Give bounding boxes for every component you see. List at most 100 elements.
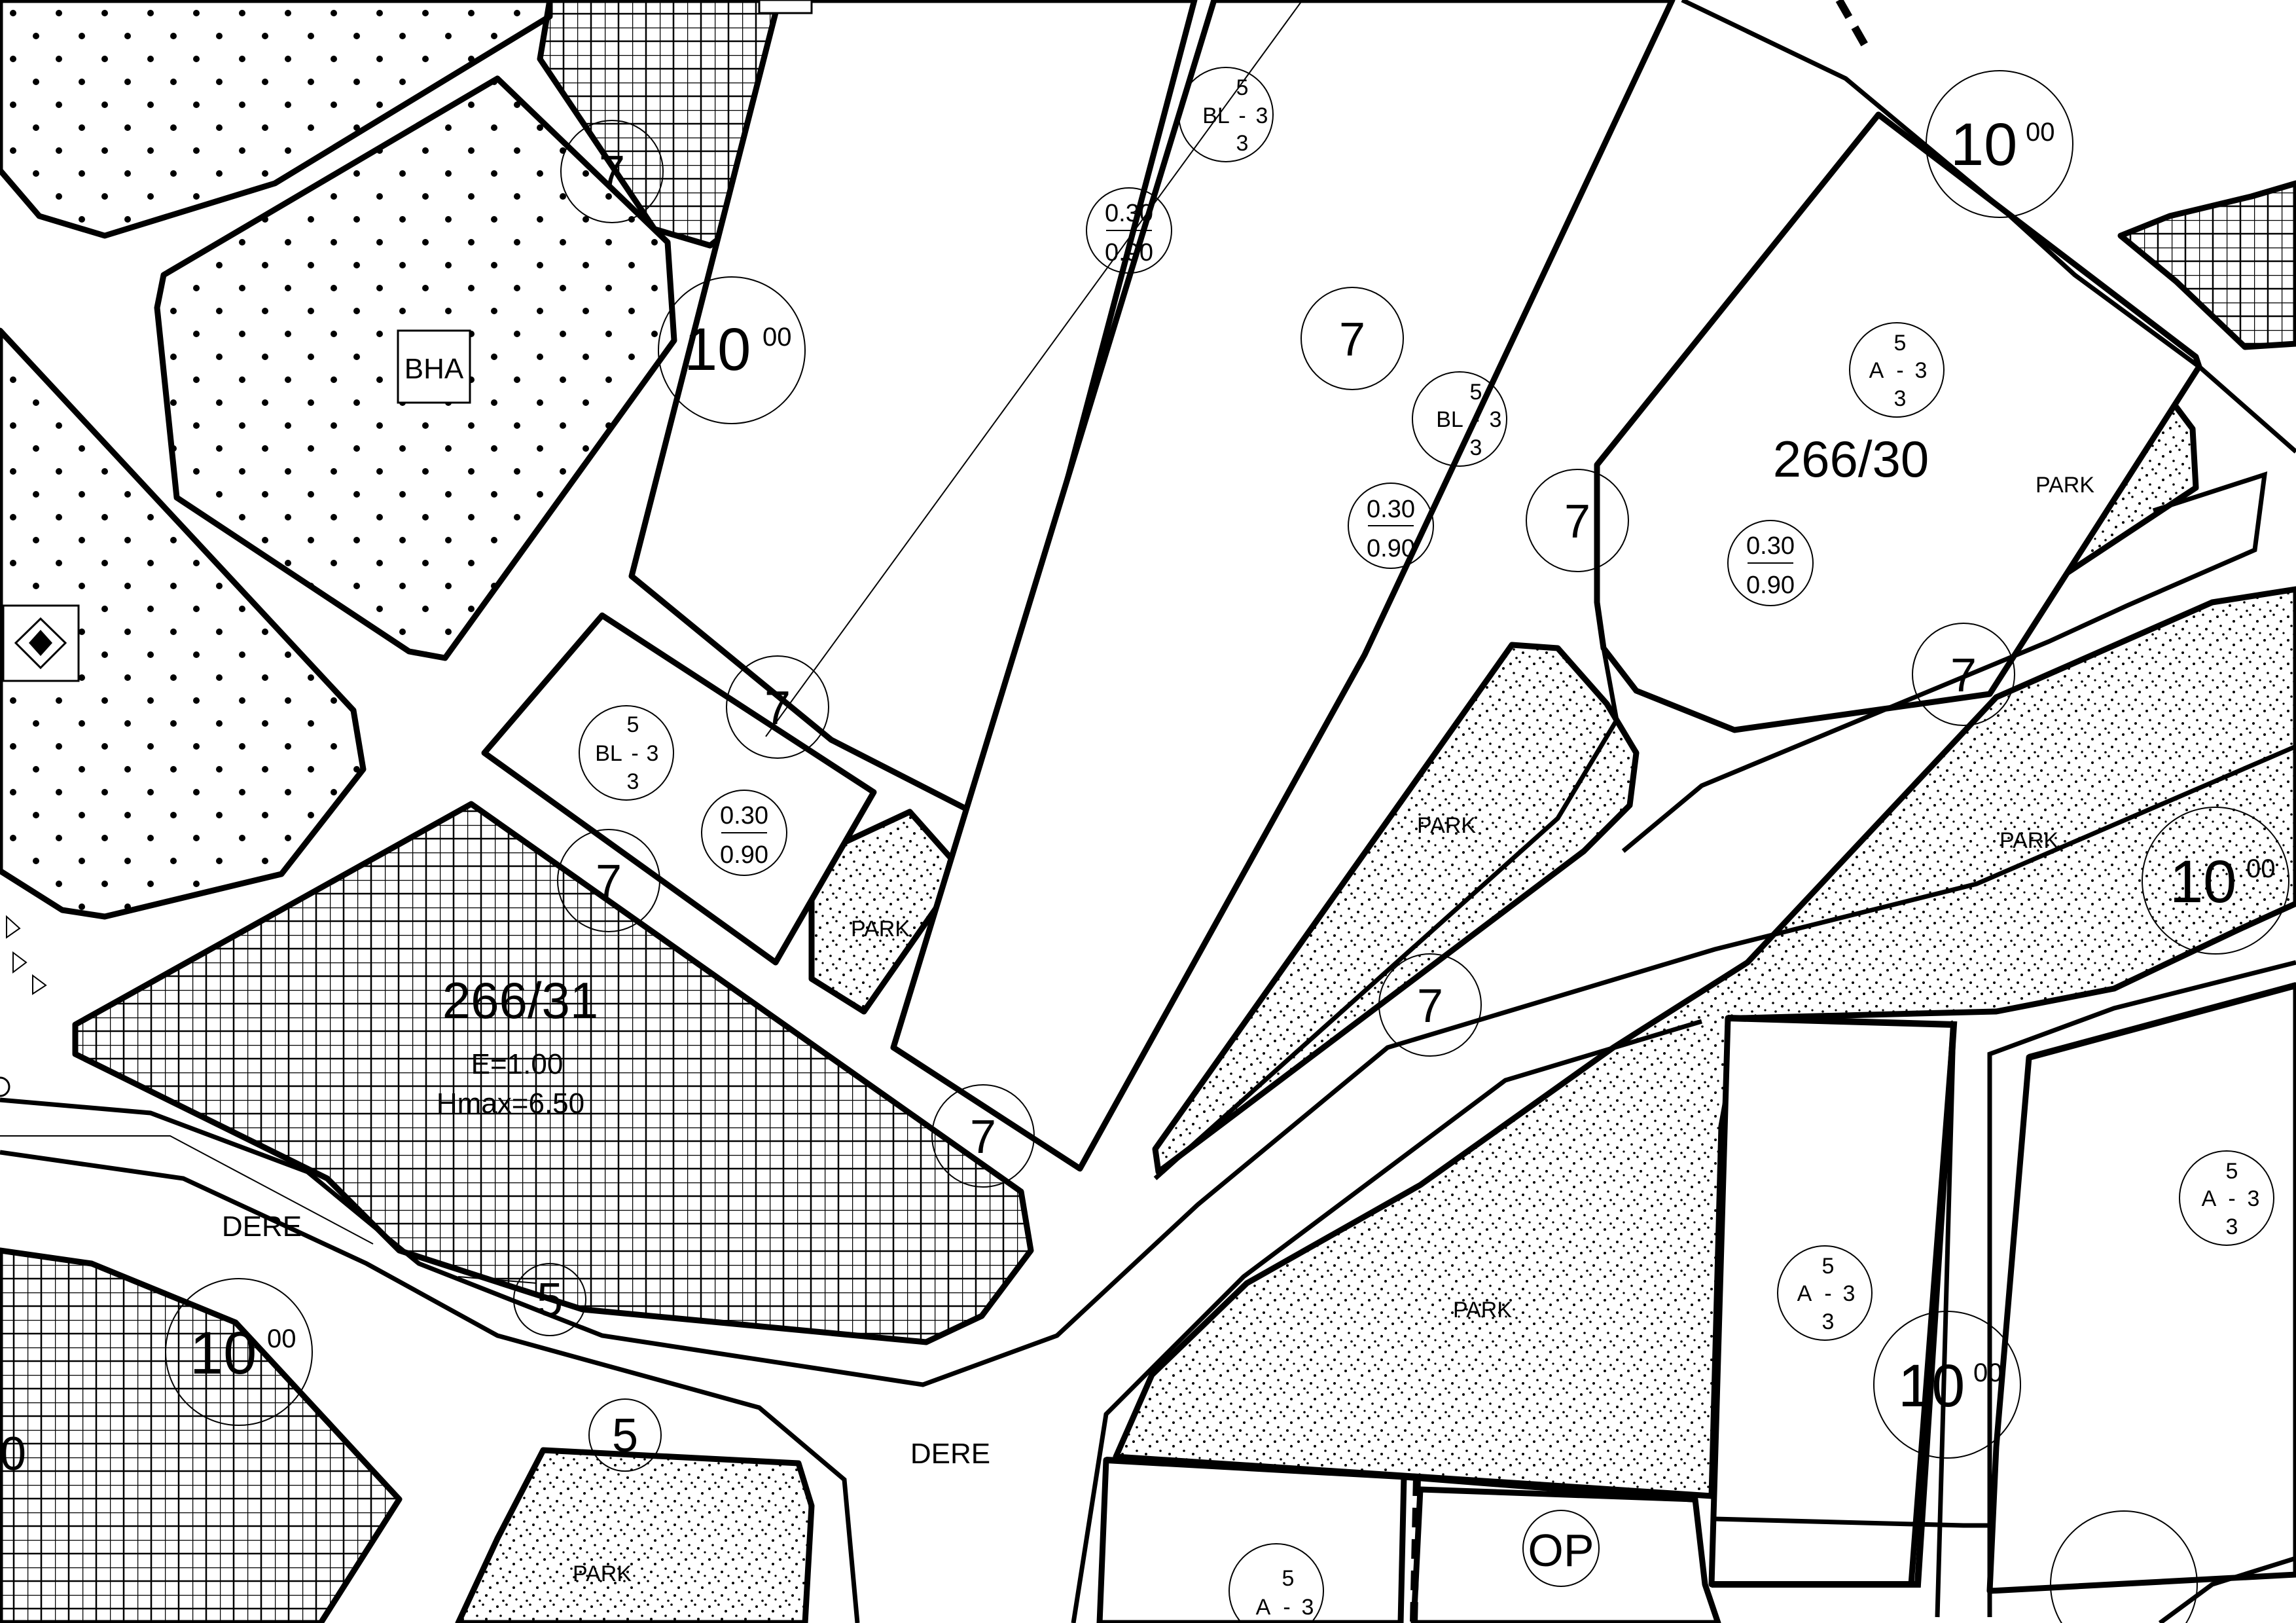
bha-symbol-icon: BHA — [397, 329, 471, 404]
plot-divider-dashed — [1410, 1476, 1421, 1623]
bha-label: BHA — [404, 353, 464, 385]
block-grid-top-right — [2117, 180, 2296, 350]
svg-text:0.90: 0.90 — [720, 841, 768, 869]
svg-text:0.30: 0.30 — [1105, 200, 1153, 227]
zone-bl-top: 5 BL - 3 3 — [1178, 67, 1274, 162]
svg-text:5: 5 — [1236, 75, 1249, 100]
park-large — [1113, 586, 2296, 1499]
road-width-marker: 7 — [726, 655, 829, 759]
svg-text:5: 5 — [1894, 331, 1907, 356]
svg-text:00: 00 — [1973, 1359, 2003, 1387]
parcel-266-31-e: E=1.00 — [471, 1048, 564, 1080]
svg-text:3: 3 — [627, 769, 639, 794]
svg-text:7: 7 — [970, 1111, 996, 1163]
road-width-marker: 10 00 — [2142, 807, 2289, 955]
svg-text:5: 5 — [1470, 380, 1482, 405]
ratio-marker: 0.30 0.90 — [1086, 187, 1172, 274]
svg-text:A: A — [1256, 1595, 1271, 1620]
svg-text:-: - — [1238, 103, 1246, 128]
svg-text:0.30: 0.30 — [720, 802, 768, 830]
svg-text:3: 3 — [647, 741, 659, 766]
block-strip-a — [628, 0, 1198, 818]
svg-text:00: 00 — [2026, 118, 2055, 147]
svg-text:-: - — [1896, 358, 1903, 383]
block-grid-266-31 — [72, 801, 1034, 1345]
svg-text:7: 7 — [1950, 649, 1977, 702]
svg-text:5: 5 — [537, 1274, 563, 1326]
road-width-7-markers: 7 7 7 7 7 7 7 7 — [557, 120, 2015, 1188]
road-width-marker: 10 00 — [658, 276, 806, 424]
svg-text:5: 5 — [612, 1410, 638, 1462]
triangle-markers-icon — [6, 915, 47, 995]
road-width-10-markers: 10 00 10 00 10 00 10 00 10 00 — [165, 70, 2289, 1623]
svg-text:7: 7 — [764, 682, 791, 735]
svg-text:-: - — [1472, 407, 1479, 432]
svg-text:A: A — [2202, 1186, 2217, 1211]
svg-text:3: 3 — [1490, 407, 1502, 432]
svg-text:5: 5 — [627, 712, 639, 737]
thin-guide-line — [765, 0, 1303, 737]
svg-text:0.30: 0.30 — [1367, 496, 1415, 523]
ratio-marker: 0.30 0.90 — [701, 790, 787, 876]
svg-text:-: - — [2228, 1186, 2235, 1211]
svg-text:7: 7 — [599, 147, 625, 199]
top-edge-box-icon — [758, 0, 813, 14]
road-width-marker: 10 00 — [1873, 1311, 2021, 1459]
svg-text:0.90: 0.90 — [1746, 572, 1795, 599]
svg-text:0.90: 0.90 — [1367, 535, 1415, 562]
road-width-marker-partial — [2050, 1510, 2198, 1623]
svg-text:3: 3 — [1915, 358, 1928, 383]
block-266-30 — [1594, 111, 2202, 733]
block-right-a — [1986, 982, 2296, 1594]
svg-text:7: 7 — [596, 856, 622, 908]
block-strip-b — [890, 0, 1676, 1172]
dere-label: DERE — [910, 1438, 990, 1470]
zone-a-right: 5 A - 3 3 — [2179, 1150, 2274, 1246]
zoning-notations: 5 BL - 3 3 5 BL - 3 3 5 BL - 3 3 5 A - 3 — [579, 67, 2274, 1623]
park-label: PARK — [573, 1561, 632, 1586]
park-triangle — [1152, 642, 1640, 1175]
zone-a-266-30: 5 A - 3 3 — [1849, 322, 1945, 418]
svg-text:-: - — [1824, 1281, 1831, 1306]
svg-text:10: 10 — [1898, 1353, 1965, 1419]
thick-frames — [1105, 982, 2296, 1588]
block-bottom-a — [1096, 1457, 1407, 1623]
svg-text:-: - — [1283, 1595, 1290, 1620]
plain-blocks — [481, 0, 2296, 1623]
block-small-bl — [481, 612, 877, 966]
block-left — [0, 327, 367, 920]
ratio-notations: 0.30 0.90 0.30 0.90 0.30 0.90 0.30 0.90 — [701, 187, 1814, 876]
diamond-symbol-icon — [2, 604, 80, 682]
park-label: PARK — [2000, 828, 2058, 853]
svg-text:A: A — [1797, 1281, 1812, 1306]
road-width-marker: 7 — [560, 120, 664, 223]
parcel-266-31-hmax: Hmax=6.50 — [437, 1087, 584, 1120]
svg-text:10: 10 — [2170, 848, 2236, 915]
road-width-marker: 7 — [931, 1084, 1035, 1188]
svg-text:10: 10 — [684, 316, 751, 383]
park-label: PARK — [1417, 813, 1476, 838]
zone-a-tall: 5 A - 3 3 — [1777, 1245, 1873, 1341]
svg-text:00: 00 — [2246, 854, 2276, 883]
road-width-5-markers: 5 5 — [513, 1263, 662, 1472]
block-tall-a — [1708, 1015, 1957, 1588]
road-width-marker: 10 00 — [165, 1278, 313, 1426]
svg-text:3: 3 — [2226, 1214, 2238, 1239]
park-label: PARK — [851, 917, 910, 941]
parcel-266-31: 266/31 E=1.00 Hmax=6.50 — [437, 972, 598, 1120]
svg-text:5: 5 — [1822, 1254, 1835, 1279]
svg-text:00: 00 — [762, 323, 792, 352]
op-label: OP — [1528, 1525, 1594, 1576]
park-small-center — [808, 809, 965, 1015]
svg-text:BL: BL — [1436, 407, 1463, 432]
edge-zero-label: 0 — [0, 1428, 26, 1480]
road-width-marker: 5 — [588, 1398, 662, 1472]
svg-text:3: 3 — [1256, 103, 1268, 128]
thin-guide-line-b — [0, 1135, 537, 1284]
svg-text:3: 3 — [1302, 1595, 1314, 1620]
svg-text:3: 3 — [1236, 131, 1249, 156]
park-label: PARK — [1453, 1298, 1512, 1322]
ratio-marker: 0.30 0.90 — [1348, 483, 1434, 569]
dere-label: DERE — [222, 1211, 302, 1243]
